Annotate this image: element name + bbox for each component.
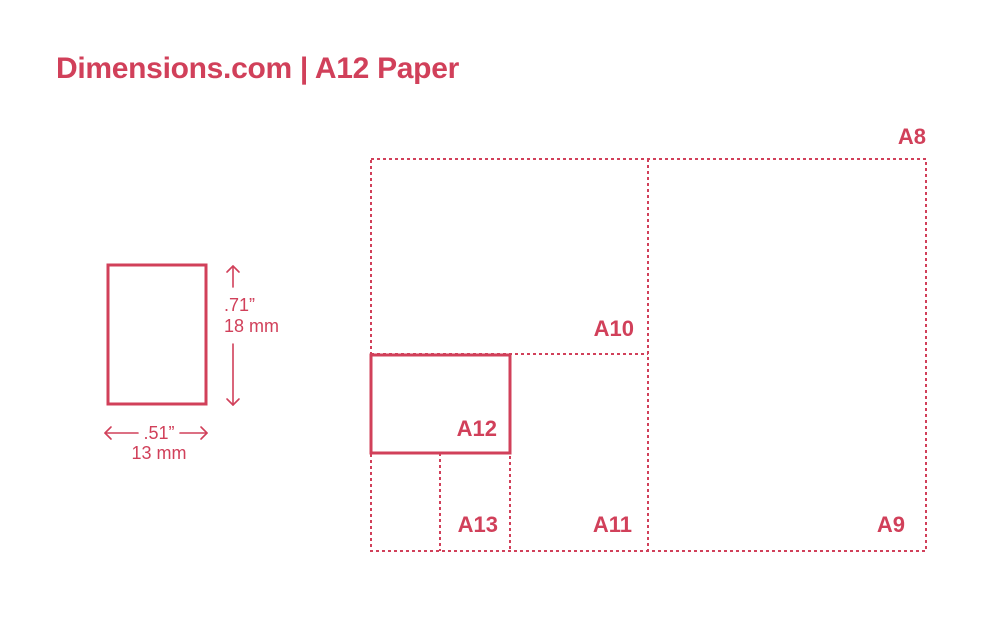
width-mm: 13 mm bbox=[131, 443, 186, 463]
a9-label: A9 bbox=[877, 512, 905, 537]
a12-preview-rect bbox=[106, 263, 208, 406]
a13-label: A13 bbox=[458, 512, 498, 537]
height-mm: 18 mm bbox=[224, 316, 279, 336]
height-arrow-icon bbox=[226, 265, 240, 406]
a12-sheet-highlight bbox=[369, 353, 512, 455]
paper-size-comparison: A8 A9 A10 A11 A12 A13 bbox=[369, 124, 927, 552]
width-inches: .51” bbox=[143, 423, 174, 443]
width-arrow-icon bbox=[104, 426, 208, 440]
a12-label: A12 bbox=[457, 416, 497, 441]
a12-preview: .71” 18 mm .51” 13 mm bbox=[104, 263, 279, 463]
a10-label: A10 bbox=[594, 316, 634, 341]
height-inches: .71” bbox=[224, 295, 255, 315]
a11-label: A11 bbox=[593, 512, 632, 537]
a8-label: A8 bbox=[898, 124, 926, 149]
page-title: Dimensions.com | A12 Paper bbox=[56, 52, 459, 85]
